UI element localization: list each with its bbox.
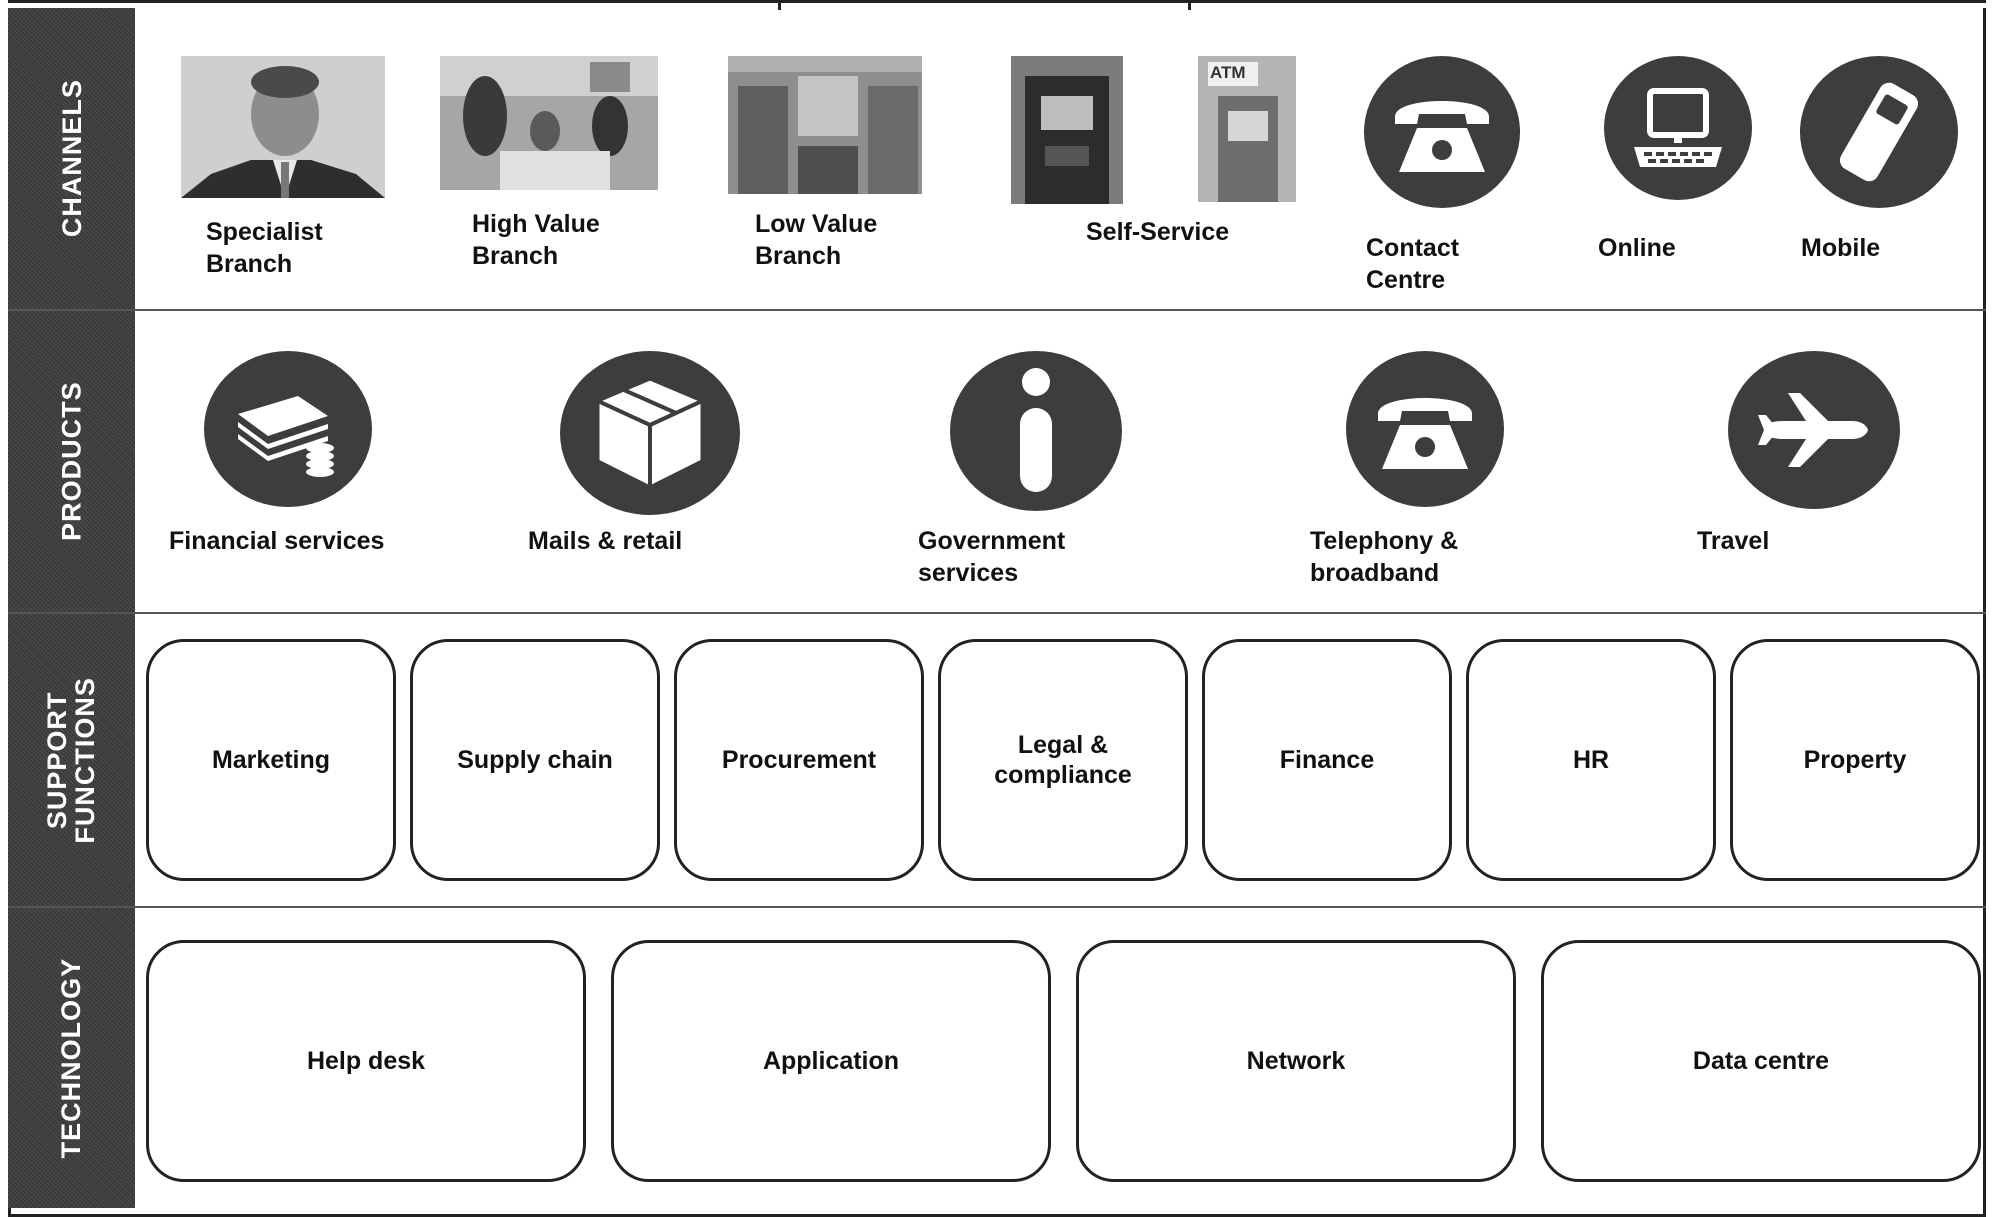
atm-sign: ATM [1210,63,1246,82]
telephone-icon [1364,56,1520,208]
channels-band: CHANNELS Specialist Branch High Value Br… [8,8,1986,309]
low-value-branch-photo [728,56,922,194]
info-icon [950,351,1122,511]
support-function-box: Finance [1202,639,1452,881]
technology-box: Network [1076,940,1516,1182]
connector-tick [1188,0,1191,10]
parcel-box-icon [560,351,740,515]
self-service-kiosk-photo [1011,56,1123,204]
support-function-box: Supply chain [410,639,660,881]
channel-label: Mobile [1801,234,1881,262]
support-function-box: Procurement [674,639,924,881]
support-function-box: Property [1730,639,1980,881]
channels-band-label: CHANNELS [8,8,135,309]
products-band-label: PRODUCTS [8,311,135,612]
channel-label: Specialist Branch [206,218,323,278]
band-divider [8,309,1986,311]
channel-label: Online [1598,234,1676,262]
channel-label: High Value Branch [472,210,600,270]
mobile-phone-icon [1800,56,1958,208]
product-label: Telephony & broadband [1310,527,1459,587]
support-function-box: Legal & compliance [938,639,1188,881]
product-label: Financial services [169,527,385,555]
computer-icon [1604,56,1752,200]
connector-tick [778,0,781,10]
products-band: PRODUCTS Financial services Mails & reta… [8,311,1986,612]
technology-band-label: TECHNOLOGY [8,908,135,1208]
support-functions-band-label: SUPPORT FUNCTIONS [8,614,135,906]
technology-box: Help desk [146,940,586,1182]
top-border [8,0,1986,10]
support-function-box: HR [1466,639,1716,881]
telephone-icon [1346,351,1504,507]
technology-box: Data centre [1541,940,1981,1182]
channel-label: Self-Service [1086,218,1230,246]
band-divider [8,906,1986,908]
high-value-branch-photo [440,56,658,190]
product-label: Government services [918,527,1066,587]
product-label: Travel [1697,527,1770,555]
atm-photo: ATM [1198,56,1296,202]
channel-label: Contact Centre [1366,234,1460,294]
technology-box: Application [611,940,1051,1182]
channel-label: Low Value Branch [755,210,878,270]
product-label: Mails & retail [528,527,683,555]
specialist-branch-photo [181,56,385,198]
band-divider [8,612,1986,614]
support-functions-band: SUPPORT FUNCTIONS Marketing Supply chain… [8,614,1986,906]
airplane-icon [1728,351,1900,509]
cards-coins-icon [204,351,372,507]
technology-band: TECHNOLOGY Help desk Application Network… [8,908,1986,1208]
support-function-box: Marketing [146,639,396,881]
